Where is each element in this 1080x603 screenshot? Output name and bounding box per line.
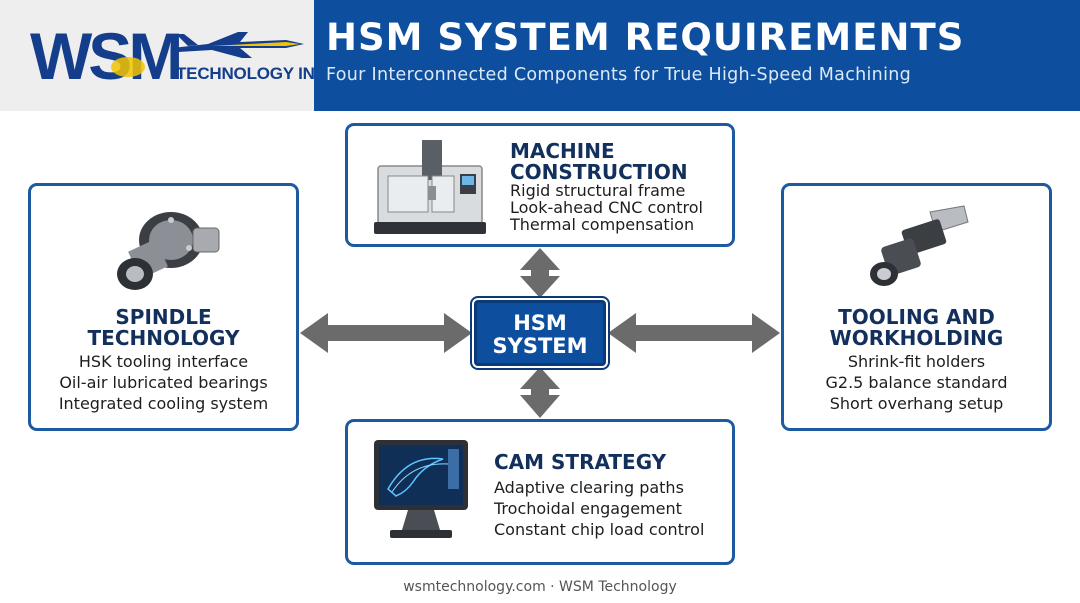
tooling-item: Shrink-fit holders (847, 352, 986, 371)
tooling-title-line1: TOOLING AND (838, 305, 995, 329)
card-tooling-workholding: TOOLING AND WORKHOLDING Shrink-fit holde… (781, 183, 1052, 431)
hub-line1: HSM (513, 311, 567, 335)
spindle-item: HSK tooling interface (78, 352, 249, 371)
logo-accent (111, 57, 145, 77)
tooling-item: G2.5 balance standard (825, 373, 1008, 392)
tooling-item: Short overhang setup (829, 394, 1004, 413)
page-title: HSM SYSTEM REQUIREMENTS (326, 16, 965, 59)
header-band (314, 0, 1080, 111)
wsm-logo: WSM (30, 23, 180, 87)
logo-subtext: TECHNOLOGY INC. (176, 64, 332, 83)
machine-title-line2: CONSTRUCTION (510, 160, 688, 184)
hsm-system-hub: HSM SYSTEM (474, 300, 606, 366)
cam-item: Adaptive clearing paths (494, 478, 684, 497)
arrow-hub-spindle (300, 313, 472, 353)
card-cam-strategy: CAM STRATEGY Adaptive clearing paths Tro… (345, 419, 735, 565)
jet-icon (172, 32, 304, 58)
arrow-hub-cam (520, 367, 560, 418)
spindle-icon (117, 212, 220, 290)
hub-line2: SYSTEM (492, 334, 588, 358)
cam-monitor-icon (374, 440, 468, 538)
machine-item: Look-ahead CNC control (510, 198, 703, 217)
logo-text: WSM (30, 23, 179, 87)
spindle-title-line2: TECHNOLOGY (87, 326, 240, 350)
page-subtitle: Four Interconnected Components for True … (326, 65, 912, 85)
machine-item: Rigid structural frame (510, 181, 686, 200)
footer-credit: wsmtechnology.com · WSM Technology (403, 579, 677, 595)
tooling-title-line2: WORKHOLDING (829, 326, 1004, 350)
machine-item: Thermal compensation (510, 215, 695, 234)
cam-item: Trochoidal engagement (494, 499, 682, 518)
cnc-machine-icon (374, 140, 486, 234)
header-logo-panel: WSM TECHNOLOGY INC. (0, 0, 332, 111)
arrow-hub-machine (520, 248, 560, 298)
machine-title-line1: MACHINE (510, 139, 615, 163)
spindle-item: Oil-air lubricated bearings (59, 373, 268, 392)
spindle-title-line1: SPINDLE (115, 305, 212, 329)
cam-title: CAM STRATEGY (494, 450, 667, 474)
spindle-item: Integrated cooling system (58, 394, 269, 413)
card-machine-construction: MACHINE CONSTRUCTION Rigid structural fr… (345, 123, 735, 247)
cam-item: Constant chip load control (494, 520, 705, 539)
arrow-hub-tooling (608, 313, 780, 353)
card-spindle-technology: SPINDLE TECHNOLOGY HSK tooling interface… (28, 183, 299, 431)
tool-holder-icon (870, 205, 969, 286)
